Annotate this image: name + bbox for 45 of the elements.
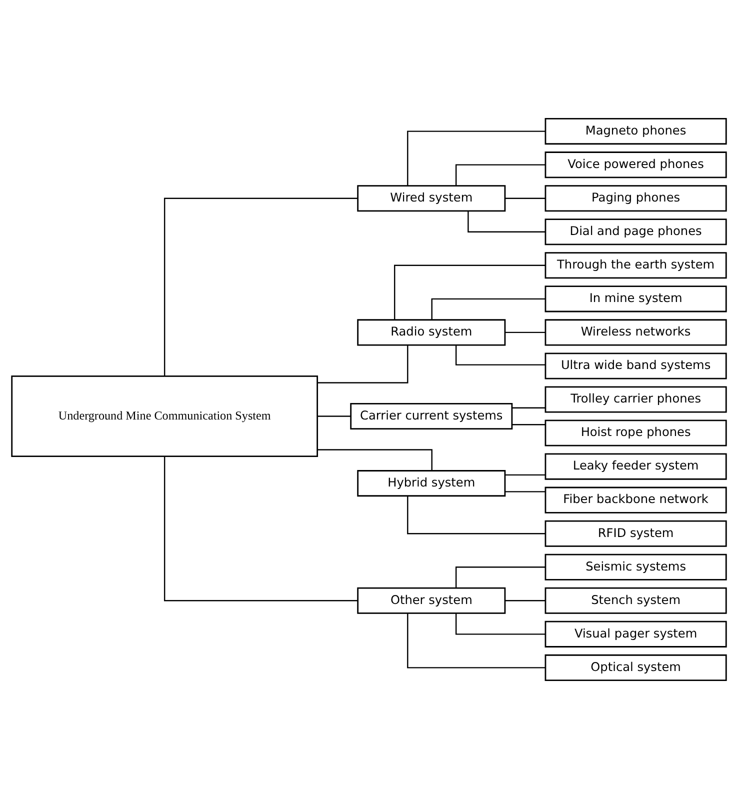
- connector: [455, 164, 546, 186]
- node-box: Fiber backbone network: [544, 486, 727, 514]
- node-box: Trolley carrier phones: [544, 386, 727, 413]
- connector: [468, 211, 546, 232]
- connector: [431, 298, 546, 320]
- node-box: Carrier current systems: [350, 403, 513, 430]
- node-box: Visual pager system: [544, 620, 727, 648]
- connector: [317, 345, 408, 384]
- connector: [164, 198, 358, 376]
- node-box: Hoist rope phones: [544, 420, 727, 446]
- connector: [407, 496, 546, 534]
- node-box: Wired system: [357, 185, 506, 212]
- connector: [505, 198, 546, 199]
- node-box: Stench system: [544, 587, 727, 614]
- node-box: Leaky feeder system: [544, 453, 727, 480]
- node-box: Paging phones: [544, 185, 727, 212]
- node-box: Optical system: [544, 654, 727, 681]
- connector: [512, 407, 546, 408]
- connector: [505, 491, 546, 492]
- node-box: Other system: [357, 587, 506, 614]
- node-box: Hybrid system: [357, 470, 506, 497]
- connector: [455, 345, 546, 366]
- node-box: RFID system: [544, 520, 727, 547]
- connector: [407, 130, 546, 186]
- node-box: Through the earth system: [544, 252, 727, 279]
- node-box: Magneto phones: [544, 118, 727, 145]
- connector: [512, 424, 546, 426]
- connector: [164, 456, 358, 602]
- node-box: Radio system: [357, 319, 506, 346]
- connector: [317, 449, 432, 470]
- connector: [455, 566, 546, 588]
- node-box: Wireless networks: [544, 319, 727, 346]
- node-box: Seismic systems: [544, 554, 727, 580]
- node-box: Underground Mine Communication System: [11, 376, 318, 457]
- node-box: Dial and page phones: [544, 218, 727, 246]
- node-box: In mine system: [544, 286, 727, 312]
- connector: [407, 613, 546, 668]
- connector: [505, 600, 546, 602]
- connector: [505, 474, 546, 476]
- connector: [455, 614, 546, 635]
- node-box: Ultra wide band systems: [544, 352, 727, 380]
- connector: [317, 416, 351, 417]
- connector: [505, 332, 546, 334]
- node-box: Voice powered phones: [544, 152, 727, 178]
- connector: [394, 264, 546, 320]
